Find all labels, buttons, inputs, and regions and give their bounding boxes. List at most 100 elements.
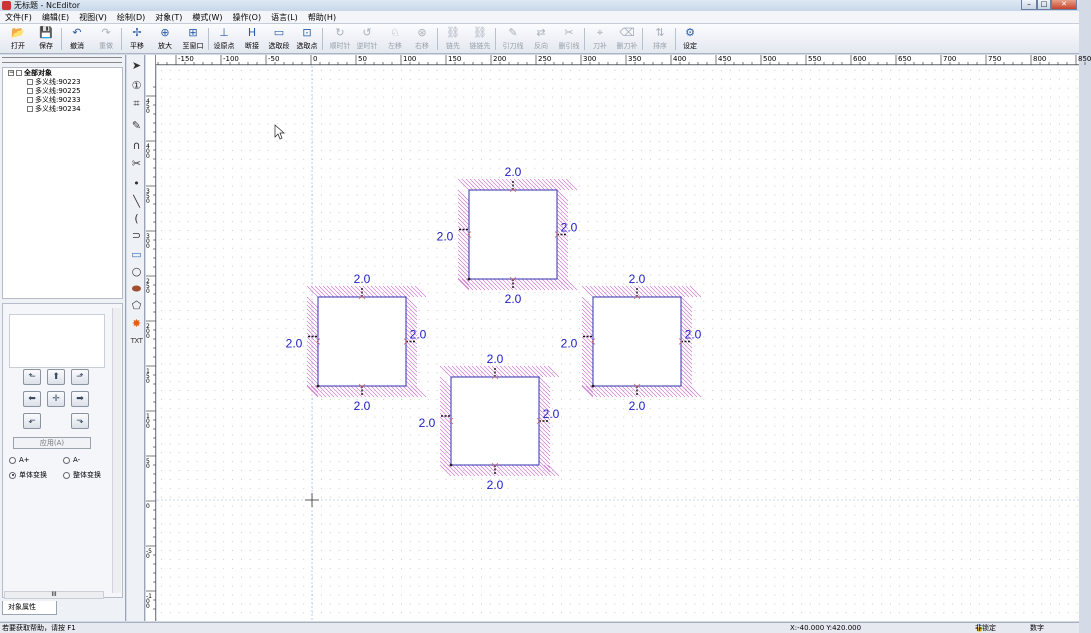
toolbar-button-3[interactable]: ↶撤消: [65, 26, 89, 52]
menu-mode[interactable]: 模式(W): [192, 12, 223, 22]
delete-tool-comp-icon: ⌫: [619, 26, 635, 39]
toolbar-button-7[interactable]: ⊞至窗口: [181, 26, 205, 52]
polygon-icon[interactable]: ⬠: [131, 299, 142, 312]
ruler-label: -50: [268, 55, 280, 63]
align-bottom-right-button[interactable]: ⬎: [71, 413, 89, 429]
toolbar-button-6[interactable]: ⊕放大: [153, 26, 177, 52]
arc-icon[interactable]: (: [134, 212, 139, 225]
tree-item[interactable]: 多义线:90233: [3, 95, 122, 104]
tree-item[interactable]: 多义线:90225: [3, 86, 122, 95]
toolbar-button-8[interactable]: ⊥设原点: [212, 26, 236, 52]
polyline-square-right[interactable]: 2.02.02.02.0: [561, 272, 702, 413]
menu-edit[interactable]: 编辑(E): [41, 12, 70, 22]
chain-first-icon: ⛓: [446, 26, 460, 39]
toolbar-button-5[interactable]: ✢平移: [125, 26, 149, 52]
circle-one-icon[interactable]: ①: [131, 79, 142, 92]
checkbox-icon[interactable]: [16, 69, 22, 76]
tab-object-properties[interactable]: 对象属性: [2, 601, 57, 615]
star-icon[interactable]: ✸: [131, 317, 142, 330]
properties-scrollbar[interactable]: [112, 308, 121, 593]
tree-item[interactable]: 多义线:90223: [3, 77, 122, 86]
toolbar-button-24[interactable]: ⚙设定: [678, 26, 702, 52]
slot-icon[interactable]: ⊃: [131, 229, 142, 242]
arrow-pointer-icon[interactable]: ➤: [131, 59, 142, 72]
toolbar-button-21[interactable]: ⌖刀补: [588, 26, 612, 52]
pencil-icon[interactable]: ✎: [131, 119, 142, 132]
toolbar-button-11[interactable]: ⊡选取点: [295, 26, 319, 52]
drawing-svg[interactable]: 2.02.02.02.02.02.02.02.02.02.02.02.02.02…: [157, 66, 1079, 621]
toolbar-button-15[interactable]: ⊛右移: [410, 26, 434, 52]
align-top-button[interactable]: ⬆: [47, 369, 65, 385]
toolbar-button-22[interactable]: ⌫删刀补: [615, 26, 639, 52]
align-right-button[interactable]: ➡: [71, 391, 89, 407]
polyline-square-left[interactable]: 2.02.02.02.0: [286, 272, 427, 413]
radio-icon[interactable]: [63, 471, 70, 479]
align-top-right-button[interactable]: ⬏: [71, 369, 89, 385]
align-bottom-left-button[interactable]: ⬐: [23, 413, 41, 429]
align-top-left-button[interactable]: ⬑: [23, 369, 41, 385]
node-select-icon[interactable]: ⌗: [133, 97, 140, 110]
expand-icon[interactable]: −: [8, 68, 15, 76]
apply-button[interactable]: 应用(A): [13, 437, 91, 449]
align-left-button[interactable]: ⬅: [23, 391, 41, 407]
polyline-square-top[interactable]: 2.02.02.02.0: [437, 165, 578, 306]
radio-icon[interactable]: [9, 471, 16, 479]
checkbox-icon[interactable]: [27, 96, 33, 103]
checkbox-icon[interactable]: [27, 105, 33, 112]
ruler-label: 450: [146, 98, 150, 115]
polyline-square-bottom[interactable]: 2.02.02.02.0: [419, 352, 560, 492]
toolbar-button-label: 排序: [653, 42, 667, 50]
toolbar-separator: [121, 28, 122, 50]
radio-single-transform[interactable]: 单体变换: [9, 470, 47, 480]
radio-a-plus[interactable]: A+: [9, 456, 30, 464]
toolbar-button-13[interactable]: ↺逆时针: [355, 26, 379, 52]
text-icon[interactable]: TXT: [130, 337, 143, 345]
align-center-button[interactable]: ✛: [47, 391, 65, 407]
radio-a-minus[interactable]: A-: [63, 456, 80, 464]
toolbar-button-14[interactable]: ♘左移: [383, 26, 407, 52]
menu-language[interactable]: 语言(L): [271, 12, 298, 22]
menu-operate[interactable]: 操作(O): [232, 12, 262, 22]
toolbar-button-19[interactable]: ⇄反向: [529, 26, 553, 52]
checkbox-icon[interactable]: [27, 87, 33, 94]
ruler-label: 150: [146, 368, 150, 385]
line-icon[interactable]: ╲: [133, 195, 140, 208]
toolbar-button-20[interactable]: ✂删引线: [557, 26, 581, 52]
toolbar-button-10[interactable]: ▭选取段: [267, 26, 291, 52]
rectangle-icon[interactable]: ▭: [131, 248, 142, 261]
tree-item[interactable]: 多义线:90234: [3, 104, 122, 113]
radio-whole-transform[interactable]: 整体变换: [63, 470, 101, 480]
toolbar-button-2[interactable]: 💾保存: [34, 26, 58, 52]
toolbar-button-12[interactable]: ↻顺时针: [328, 26, 352, 52]
menu-file[interactable]: 文件(F): [5, 12, 32, 22]
break-join-icon: H: [247, 26, 257, 39]
maximize-button[interactable]: □: [1037, 0, 1051, 10]
horizontal-scrollbar[interactable]: III: [4, 591, 104, 599]
menu-view[interactable]: 视图(V): [79, 12, 107, 22]
close-button[interactable]: ✕: [1051, 0, 1077, 10]
ellipse-icon[interactable]: ⬬: [131, 282, 142, 295]
toolbar-button-4[interactable]: ↷重做: [94, 26, 118, 52]
radio-icon[interactable]: [9, 456, 16, 464]
toolbar-button-16[interactable]: ⛓链先: [441, 26, 465, 52]
toolbar-button-1[interactable]: 📂打开: [6, 26, 30, 52]
toolbar-button-label: 设原点: [213, 42, 235, 50]
menu-help[interactable]: 帮助(H): [307, 12, 337, 22]
panel-grip[interactable]: [2, 57, 122, 63]
menu-draw[interactable]: 绘制(D): [116, 12, 146, 22]
toolbar-button-18[interactable]: ✎引刀线: [501, 26, 525, 52]
tree-root[interactable]: − 全部对象: [3, 68, 122, 77]
scissors-icon[interactable]: ✂: [131, 157, 142, 170]
circle-icon[interactable]: ○: [131, 265, 142, 278]
toolbar-button-label: 放大: [158, 42, 172, 50]
checkbox-icon[interactable]: [27, 78, 33, 85]
toolbar-button-23[interactable]: ⇅排序: [648, 26, 672, 52]
point-icon[interactable]: •: [133, 177, 140, 190]
menu-object[interactable]: 对象(T): [155, 12, 183, 22]
magnet-icon[interactable]: ∩: [132, 139, 141, 152]
radio-icon[interactable]: [63, 456, 70, 464]
toolbar-button-17[interactable]: ⛓链链先: [468, 26, 492, 52]
minimize-button[interactable]: –: [1021, 0, 1037, 10]
